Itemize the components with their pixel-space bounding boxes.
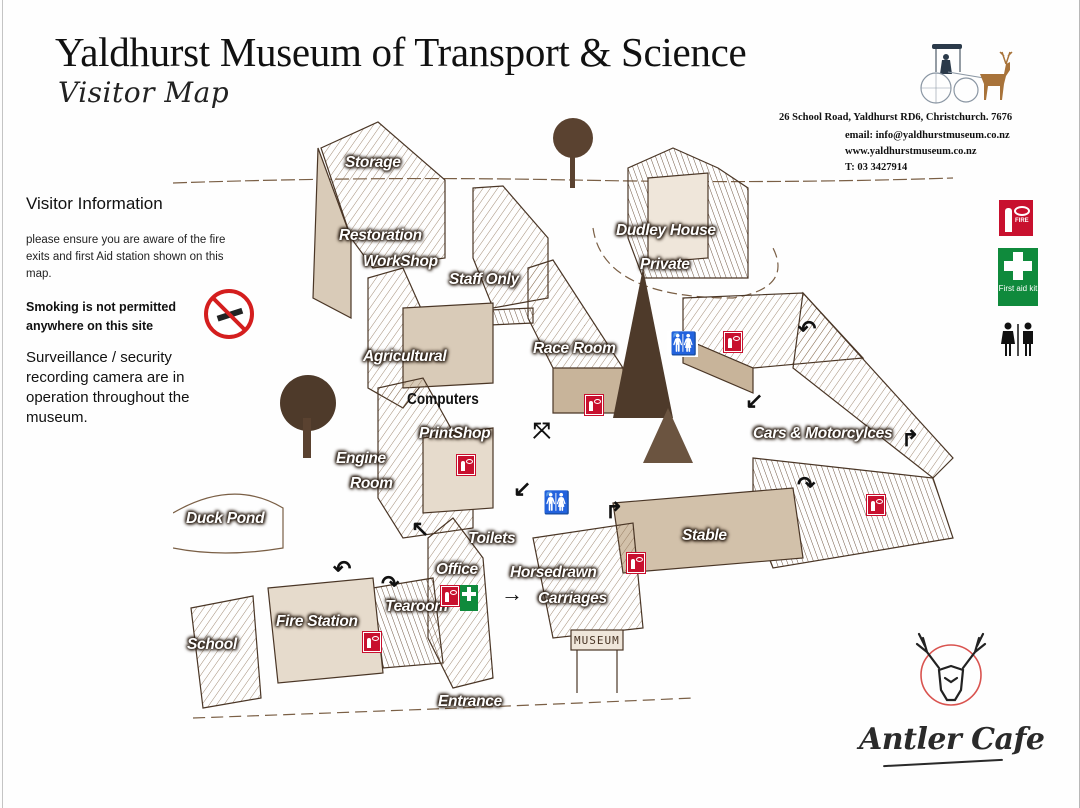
page-subtitle: Visitor Map — [58, 76, 230, 109]
map-label-computers[interactable]: Computers — [407, 391, 479, 408]
map-label-private[interactable]: Private — [640, 256, 690, 273]
toilets-icon: 🚻 — [543, 490, 570, 515]
horse-carriage-stag-logo-icon — [920, 44, 1013, 104]
fire-extinguisher-icon — [867, 495, 885, 515]
map-label-tearoom[interactable]: Tearoom — [385, 598, 448, 615]
map-label-workshop[interactable]: WorkShop — [363, 253, 438, 270]
legend-first-aid-label: First aid kit — [998, 284, 1038, 293]
stag-head-icon — [915, 632, 987, 706]
museum-map: Storage Restoration WorkShop Staff Only … — [173, 118, 963, 728]
legend-fire-label: FIRE — [1015, 218, 1029, 224]
map-label-race-room[interactable]: Race Room — [533, 340, 616, 357]
map-label-engine-room[interactable]: Room — [350, 475, 393, 492]
cafe-name: Antler Cafe — [859, 722, 1045, 757]
visitor-info-heading: Visitor Information — [26, 194, 163, 213]
map-label-engine[interactable]: Engine — [336, 450, 386, 467]
map-label-entrance[interactable]: Entrance — [438, 693, 502, 710]
map-label-cars-motorcycles[interactable]: Cars & Motorcylces — [753, 425, 893, 442]
map-label-carriages[interactable]: Carriages — [538, 590, 607, 607]
contact-phone: T: 03 3427914 — [845, 162, 908, 173]
map-sketch-illustration — [173, 118, 954, 719]
map-label-stable[interactable]: Stable — [682, 527, 727, 544]
fire-extinguisher-icon — [457, 455, 475, 475]
first-aid-kit-icon — [460, 585, 478, 611]
direction-arrow-icon: ↶ — [333, 556, 352, 581]
direction-arrow-icon: ↱ — [605, 498, 624, 523]
map-label-dudley-house[interactable]: Dudley House — [616, 222, 716, 239]
map-label-agricultural[interactable]: Agricultural — [363, 348, 447, 365]
contact-email[interactable]: email: info@yaldhurstmuseum.co.nz — [845, 130, 1010, 141]
map-label-fire-station[interactable]: Fire Station — [276, 613, 358, 630]
legend-first-aid-kit-icon: First aid kit — [998, 248, 1038, 306]
map-label-school[interactable]: School — [187, 636, 237, 653]
direction-arrow-icon: ↖ — [411, 516, 430, 541]
direction-arrow-icon: ⤧ — [533, 418, 551, 443]
map-label-horsedrawn[interactable]: Horsedrawn — [510, 564, 597, 581]
direction-arrow-icon: ↙ — [745, 388, 764, 413]
map-label-storage[interactable]: Storage — [345, 154, 401, 171]
map-label-printshop[interactable]: PrintShop — [419, 425, 491, 442]
fire-extinguisher-icon — [627, 553, 645, 573]
map-label-restoration[interactable]: Restoration — [339, 227, 422, 244]
fire-extinguisher-icon — [441, 586, 459, 606]
legend-fire-extinguisher-icon: FIRE — [999, 200, 1033, 236]
legend-toilets-icon — [1001, 322, 1033, 356]
direction-arrow-icon: → — [501, 581, 523, 606]
map-museum-sign: MUSEUM — [574, 634, 620, 647]
contact-address: 26 School Road, Yaldhurst RD6, Christchu… — [779, 112, 1013, 123]
direction-arrow-icon: ↷ — [797, 472, 816, 497]
map-label-office[interactable]: Office — [436, 561, 478, 578]
fire-extinguisher-icon — [724, 332, 742, 352]
direction-arrow-icon: ↱ — [901, 426, 920, 451]
page-title: Yaldhurst Museum of Transport & Science — [55, 29, 747, 75]
direction-arrow-icon: ↙ — [513, 476, 532, 501]
toilets-icon: 🚻 — [667, 331, 699, 357]
map-label-duck-pond[interactable]: Duck Pond — [186, 510, 265, 527]
visitor-info-smoking: Smoking is not permitted anywhere on thi… — [26, 300, 177, 333]
no-smoking-icon — [204, 289, 254, 339]
direction-arrow-icon: ↶ — [798, 316, 817, 341]
direction-arrow-icon: ↷ — [381, 571, 400, 596]
visitor-info-surveillance: Surveillance / security recording camera… — [26, 349, 190, 426]
fire-extinguisher-icon — [585, 395, 603, 415]
visitor-info-notice: please ensure you are aware of the fire … — [26, 234, 226, 280]
cafe-underline — [883, 758, 1003, 768]
contact-website[interactable]: www.yaldhurstmuseum.co.nz — [845, 146, 977, 157]
map-label-staff-only[interactable]: Staff Only — [449, 271, 519, 288]
map-label-toilets[interactable]: Toilets — [468, 530, 516, 547]
fire-extinguisher-icon — [363, 632, 381, 652]
